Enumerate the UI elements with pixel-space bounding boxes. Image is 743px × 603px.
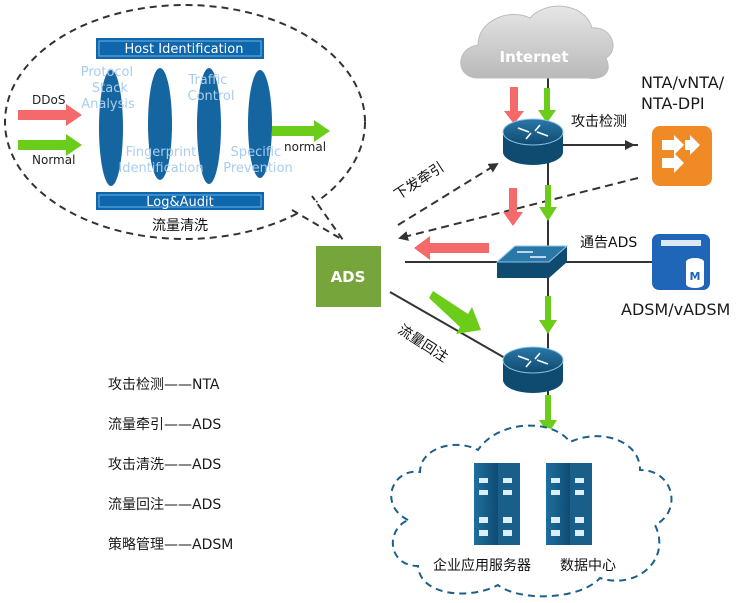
legend-item: 攻击检测——NTA <box>108 377 220 393</box>
nta-device: NTA/vNTA/ NTA-DPI <box>641 73 729 186</box>
filter-lens-4 <box>248 70 272 178</box>
legend-item: 策略管理——ADSM <box>108 537 234 553</box>
attack-down-arrow-2 <box>503 188 523 226</box>
attack-to-ads-arrow <box>414 236 489 260</box>
router-arrows-icon <box>517 352 549 368</box>
normal-out-label: normal <box>284 140 326 154</box>
filter-lens-2 <box>148 68 172 180</box>
attack-detect-edge-label: 攻击检测 <box>571 114 627 130</box>
router-bottom <box>502 346 564 393</box>
fingerprint-identification-label: Fingerprint Identification <box>118 145 203 176</box>
reinject-arrow <box>429 291 481 334</box>
bubble-caption: 流量清洗 <box>152 218 208 234</box>
normal-down-arrow-1 <box>538 88 556 123</box>
legend-item: 流量牵引——ADS <box>108 417 222 433</box>
data-center-label: 数据中心 <box>560 558 616 574</box>
legend-item: 攻击清洗——ADS <box>108 457 222 473</box>
notify-ads-edge-label: 通告ADS <box>580 235 637 251</box>
nta-to-ads-dashed-arrow <box>398 177 639 241</box>
ddos-arrow <box>18 104 82 126</box>
core-switch <box>495 245 569 278</box>
filter-lens-3 <box>197 68 221 184</box>
nta-arrows-icon <box>662 135 700 173</box>
router-top <box>502 118 564 165</box>
ads-label: ADS <box>331 268 366 286</box>
enterprise-servers-label: 企业应用服务器 <box>433 557 531 574</box>
host-identification-label: Host Identification <box>125 42 244 57</box>
server-rack-2 <box>546 463 592 545</box>
adsm-device: M ADSM/vADSM <box>621 234 730 319</box>
adsm-label: ADSM/vADSM <box>621 300 730 319</box>
nta-label: NTA/vNTA/ NTA-DPI <box>641 73 729 113</box>
normal-out-arrow <box>272 120 330 142</box>
adsm-m-icon: M <box>690 270 701 283</box>
data-center-cloud <box>390 424 673 598</box>
normal-in-arrow <box>18 134 82 156</box>
attack-down-arrow-1 <box>504 87 524 124</box>
cleaning-bubble: Host Identification Log&Audit Protocol S… <box>4 4 366 241</box>
control-arrows <box>397 140 639 241</box>
switch-arrows-icon <box>517 251 546 258</box>
log-audit-bar <box>96 192 264 210</box>
server-rack-1 <box>474 463 520 545</box>
traffic-arrows <box>414 87 557 434</box>
ads-device: ADS <box>316 246 381 307</box>
divert-edge-label: 下发牵引 <box>391 159 447 203</box>
normal-down-arrow-2 <box>539 185 557 221</box>
normal-down-arrow-4 <box>539 395 557 434</box>
divert-dashed-arrow <box>397 162 499 226</box>
log-audit-label: Log&Audit <box>146 195 213 210</box>
internet-label: Internet <box>499 48 568 66</box>
normal-down-arrow-3 <box>539 296 557 334</box>
filter-lens-1 <box>99 70 123 186</box>
traffic-control-label: Traffic Control <box>187 73 234 104</box>
protocol-stack-analysis-label: Protocol Stack Analysis <box>81 65 138 112</box>
specific-prevention-label: Specific Prevention <box>223 145 293 176</box>
router-arrows-icon <box>517 124 549 140</box>
ddos-label: DDoS <box>32 93 65 107</box>
reinject-edge-label: 流量回注 <box>395 322 451 366</box>
normal-in-label: Normal <box>32 153 75 167</box>
legend-item: 流量回注——ADS <box>108 497 222 513</box>
host-identification-bar <box>96 38 264 59</box>
internet-cloud: Internet <box>460 5 614 79</box>
